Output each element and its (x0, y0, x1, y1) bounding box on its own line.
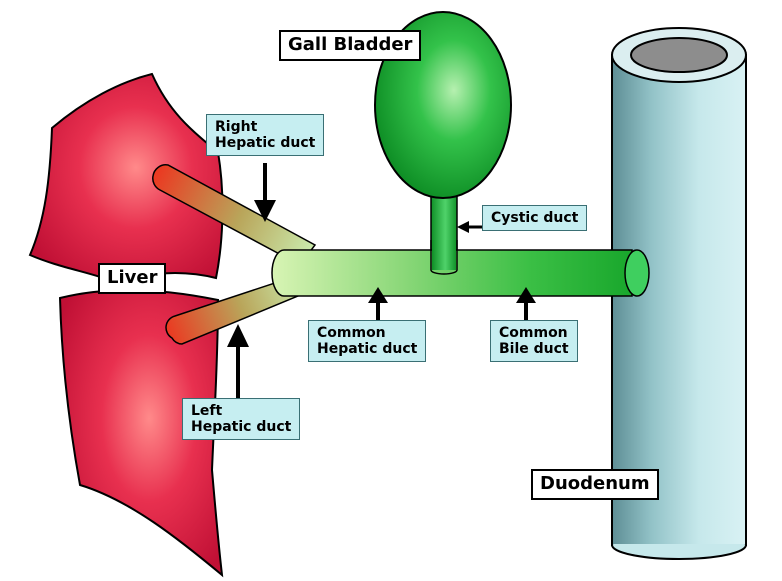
cystic-line1: Cystic duct (491, 210, 579, 226)
arrow-left-hepatic (227, 324, 249, 398)
common-hepatic-line1: Common (317, 325, 386, 341)
right-hepatic-duct (152, 164, 317, 266)
arrow-right-hepatic (254, 163, 276, 222)
left-hepatic-duct (165, 277, 299, 345)
cystic-duct-label: Cystic duct (482, 205, 588, 232)
right-hepatic-line1: Right (215, 119, 258, 135)
common-hepatic-line2: Hepatic duct (317, 341, 418, 358)
arrow-common-hepatic (368, 287, 388, 320)
common-duct-tube (271, 249, 650, 297)
liver-lower-lobe (58, 289, 224, 578)
left-hepatic-line1: Left (191, 403, 223, 419)
common-hepatic-duct-label: Common Hepatic duct (308, 320, 427, 363)
left-hepatic-duct-label: Left Hepatic duct (182, 398, 301, 441)
left-hepatic-line2: Hepatic duct (191, 419, 292, 436)
duodenum-label: Duodenum (531, 469, 659, 500)
common-bile-line1: Common (499, 325, 568, 341)
right-hepatic-duct-label: Right Hepatic duct (206, 114, 325, 157)
duodenum-tube (611, 27, 747, 560)
common-bile-duct-label: Common Bile duct (490, 320, 578, 363)
common-bile-line2: Bile duct (499, 341, 569, 358)
liver-upper-lobe (28, 72, 224, 284)
arrow-cystic (457, 221, 482, 233)
gall-bladder-label: Gall Bladder (279, 30, 422, 61)
arrow-common-bile (516, 287, 536, 320)
liver-label: Liver (98, 263, 167, 294)
right-hepatic-line2: Hepatic duct (215, 135, 316, 152)
